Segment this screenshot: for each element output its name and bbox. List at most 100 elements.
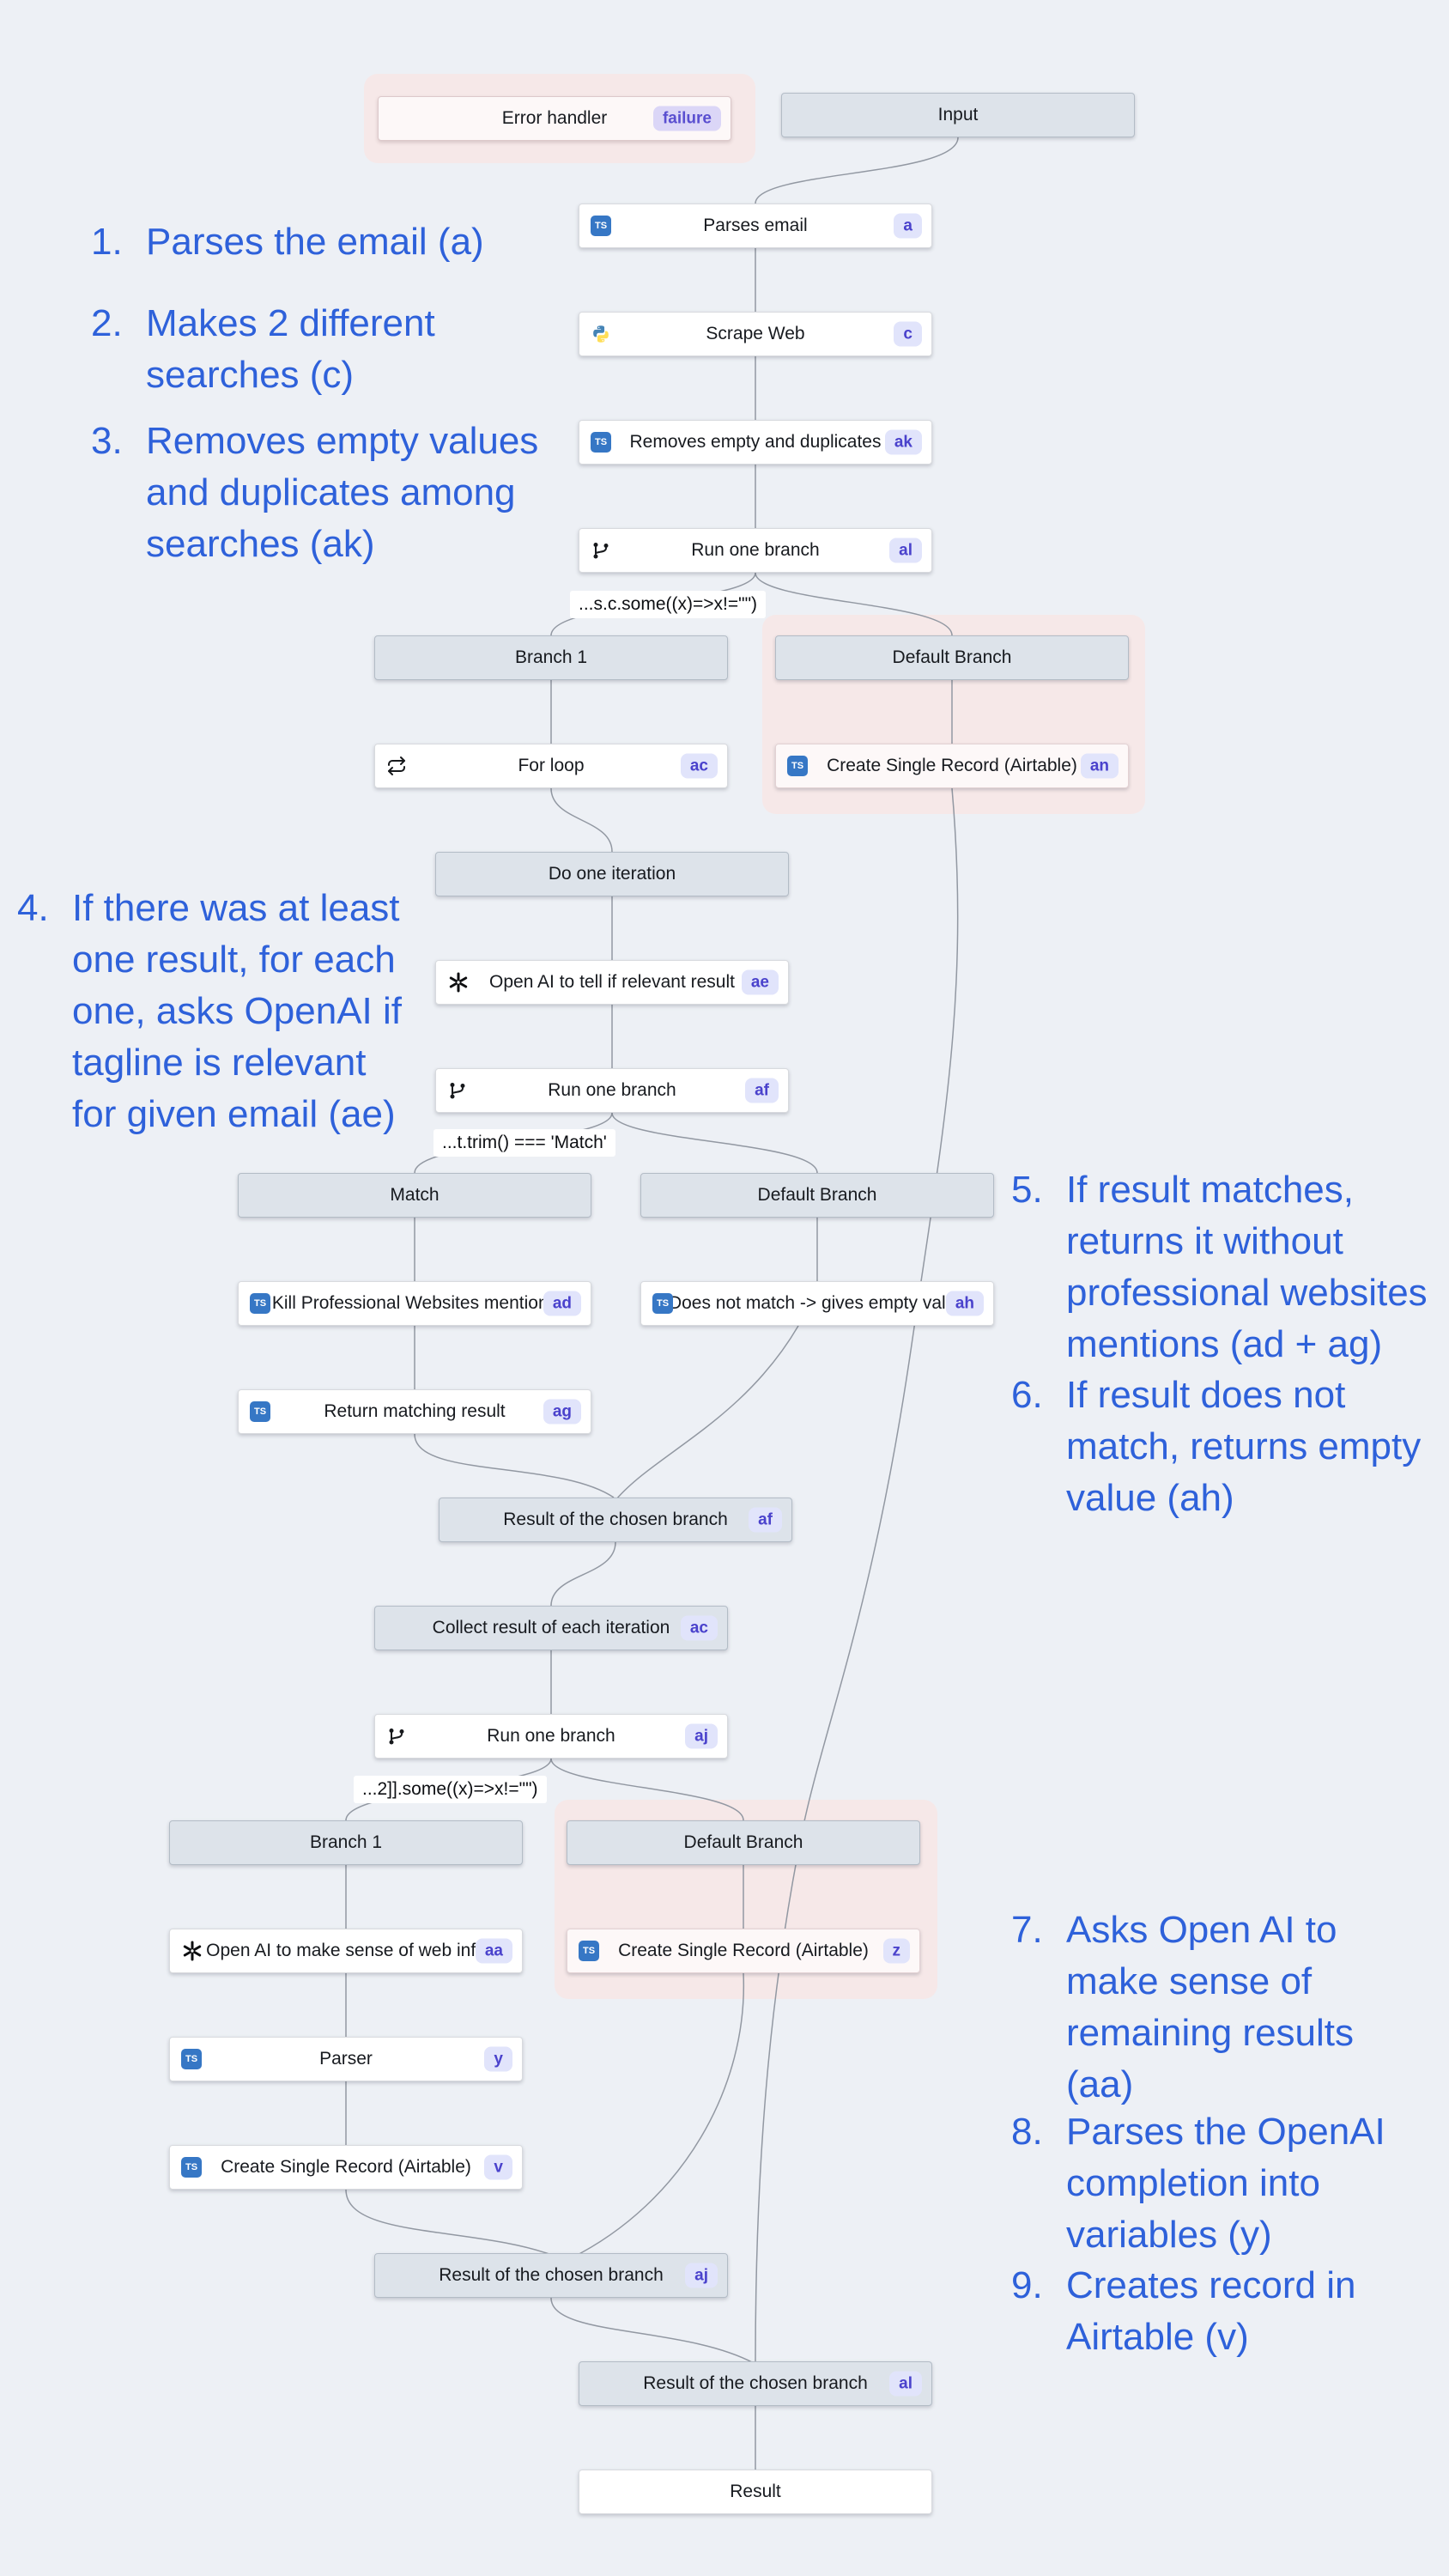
branch-icon-slot — [591, 540, 611, 561]
annotation-6: 6. If result does not match, returns empt… — [1011, 1370, 1421, 1524]
scrape-web[interactable]: Scrape Web c — [579, 312, 932, 356]
annotation-text: If there was at least one result, for ea… — [72, 887, 402, 1135]
typescript-icon: TS — [652, 1293, 673, 1314]
node-badge: ak — [884, 429, 922, 455]
do-one-iteration[interactable]: Do one iteration — [435, 852, 789, 896]
node-label: Branch 1 — [514, 647, 588, 667]
node-badge: ac — [680, 753, 718, 779]
default-branch-second[interactable]: Default Branch — [640, 1173, 994, 1218]
annotation-7: 7. Asks Open AI to make sense of remainin… — [1011, 1905, 1354, 2111]
condition-label-aj: ...2]].some((x)=>x!="") — [354, 1776, 547, 1803]
typescript-icon: TS — [181, 2157, 202, 2178]
openai-icon-slot — [447, 971, 470, 993]
node-label: Branch 1 — [309, 1832, 383, 1852]
annotation-text: If result does not match, returns empty … — [1066, 1374, 1422, 1519]
annotation-number: 1. — [91, 221, 123, 263]
node-label: Removes empty and duplicates — [629, 432, 882, 452]
branch-icon — [450, 1083, 465, 1099]
condition-text: ...2]].some((x)=>x!="") — [362, 1779, 538, 1799]
node-label: Run one branch — [548, 1080, 676, 1100]
node-label: Do one iteration — [548, 864, 676, 884]
annotation-5: 5.If result matches, returns it without … — [1011, 1164, 1428, 1370]
node-label: Scrape Web — [706, 324, 805, 343]
typescript-icon: TS — [250, 1293, 270, 1314]
ts-icon-slot: TS — [181, 2049, 202, 2069]
annotation-number: 7. — [1011, 1909, 1043, 1951]
match[interactable]: Match — [238, 1173, 591, 1218]
node-badge: an — [1080, 753, 1119, 779]
node-badge: c — [894, 321, 922, 347]
node-label: Open AI to make sense of web info — [206, 1941, 486, 1960]
typescript-icon: TS — [787, 756, 808, 776]
annotation-number: 6. — [1011, 1374, 1043, 1416]
node-label: Collect result of each iteration — [432, 1618, 670, 1637]
node-label: Result of the chosen branch — [503, 1510, 728, 1529]
branch-1-first[interactable]: Branch 1 — [374, 635, 728, 680]
annotation-text: Makes 2 different searches (c) — [146, 302, 435, 396]
annotation-3: 3.Removes empty values and duplicates am… — [91, 416, 538, 570]
node-label: Kill Professional Websites mentions — [271, 1293, 558, 1313]
condition-text: ...t.trim() === 'Match' — [442, 1133, 607, 1152]
edge-result-af-to-collect — [550, 1541, 616, 1607]
annotation-text: Parses the OpenAI completion into variab… — [1066, 2111, 1385, 2256]
node-label: Does not match -> gives empty value — [668, 1293, 967, 1313]
node-label: Return matching result — [324, 1401, 506, 1421]
condition-label-al: ...s.c.some((x)=>x!="") — [570, 591, 767, 618]
condition-text: ...s.c.some((x)=>x!="") — [579, 594, 758, 614]
node-badge: ae — [741, 969, 779, 995]
edge-z-to-result-aj — [570, 1972, 745, 2259]
result[interactable]: Result — [579, 2470, 932, 2514]
node-label: Parses email — [703, 216, 808, 235]
edge-input-to-parses-email — [755, 137, 959, 204]
python-icon-slot — [591, 324, 611, 344]
node-label: Parser — [319, 2049, 373, 2069]
openai-icon-slot — [181, 1940, 203, 1962]
edge-an-long-to-result-al — [755, 787, 959, 2362]
ts-icon-slot: TS — [250, 1401, 270, 1422]
annotation-number: 5. — [1011, 1169, 1043, 1211]
node-label: Create Single Record (Airtable) — [827, 756, 1077, 775]
default-branch-third[interactable]: Default Branch — [567, 1820, 920, 1865]
node-label: Input — [937, 105, 979, 125]
branch-icon — [593, 543, 609, 559]
node-badge: al — [889, 2371, 922, 2397]
edge-ag-to-result-af — [414, 1433, 615, 1498]
annotation-1: 1.Parses the email (a) — [91, 216, 484, 268]
return-matching-result[interactable]: TS Return matching result ag — [238, 1389, 591, 1434]
ts-icon-slot: TS — [591, 432, 611, 453]
ts-icon-slot: TS — [579, 1941, 599, 1961]
loop-icon-slot — [386, 756, 407, 776]
input[interactable]: Input — [781, 93, 1135, 137]
loop-icon — [388, 756, 405, 775]
node-label: Default Branch — [683, 1832, 803, 1852]
annotation-4: 4.If there was at least one result, for … — [17, 883, 402, 1140]
typescript-icon: TS — [250, 1401, 270, 1422]
branch-1-second[interactable]: Branch 1 — [169, 1820, 523, 1865]
node-badge: ag — [543, 1399, 581, 1425]
node-badge: v — [484, 2154, 512, 2180]
create-single-record-an[interactable]: TS Create Single Record (Airtable)an — [775, 744, 1129, 788]
node-label: Default Branch — [892, 647, 1012, 667]
default-branch-first[interactable]: Default Branch — [775, 635, 1129, 680]
annotation-text: Asks Open AI to make sense of remaining … — [1066, 1909, 1355, 2105]
annotation-text: Creates record in Airtable (v) — [1066, 2264, 1356, 2358]
ts-icon-slot: TS — [250, 1293, 270, 1314]
